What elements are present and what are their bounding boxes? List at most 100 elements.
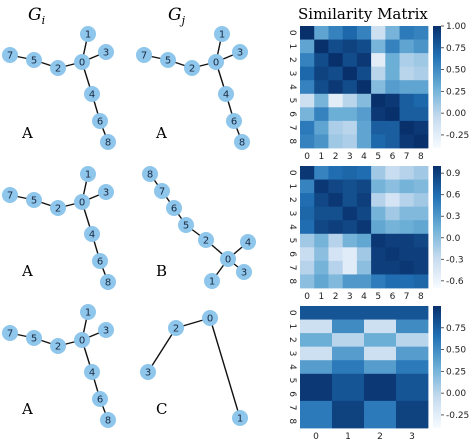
heatmap-cell bbox=[314, 26, 329, 40]
heatmap-cell bbox=[342, 107, 358, 122]
heatmap-cell bbox=[300, 400, 333, 415]
heatmap-cell bbox=[371, 66, 386, 81]
graph-node-label: 4 bbox=[245, 238, 251, 249]
graph-node-circle bbox=[98, 44, 114, 60]
heatmap-cell bbox=[356, 93, 372, 108]
heatmap-cell bbox=[364, 319, 397, 334]
heatmap-cell bbox=[399, 193, 415, 208]
heatmap-cell bbox=[342, 26, 358, 40]
heatmap-cell bbox=[356, 274, 372, 289]
graph-node-circle bbox=[98, 322, 114, 338]
graph-node-label: 3 bbox=[237, 48, 243, 59]
graph-node: 4 bbox=[218, 86, 234, 102]
graph-node-circle bbox=[234, 134, 250, 150]
graph-node-circle bbox=[92, 253, 108, 269]
graph-label: A bbox=[21, 262, 33, 280]
heatmap-cell bbox=[300, 39, 315, 54]
heatmap-cell bbox=[342, 260, 358, 275]
graph-node: 4 bbox=[84, 86, 100, 102]
graph-node-circle bbox=[136, 47, 152, 63]
graph-node-label: 2 bbox=[55, 204, 61, 215]
gj-header-subscript: j bbox=[179, 14, 186, 27]
colorbar-tick-label: -0.6 bbox=[446, 277, 464, 287]
colorbar-tick-label: 0.50 bbox=[446, 346, 466, 356]
graph-node-circle bbox=[204, 273, 220, 289]
heatmap-cell bbox=[364, 360, 397, 375]
graph-node: 1 bbox=[204, 273, 220, 289]
heatmap-y-tick: 8 bbox=[287, 138, 297, 144]
graph-node: 6 bbox=[92, 253, 108, 269]
heatmap-cell bbox=[300, 319, 333, 334]
heatmap-cell bbox=[332, 414, 365, 429]
graph-node-circle bbox=[142, 166, 158, 182]
graph-label: A bbox=[21, 400, 33, 418]
graph-node-circle bbox=[100, 412, 116, 428]
heatmap-cell bbox=[371, 179, 386, 194]
graph-node-label: 3 bbox=[103, 326, 109, 337]
graph-node: 5 bbox=[26, 192, 42, 208]
heatmap-x-tick: 5 bbox=[375, 152, 381, 162]
graph-node-label: 4 bbox=[89, 230, 95, 241]
graph-node-label: 8 bbox=[105, 138, 111, 149]
heatmap-x-tick: 2 bbox=[333, 292, 339, 302]
graph-node-label: 4 bbox=[223, 90, 229, 101]
graph-node: 5 bbox=[26, 52, 42, 68]
graph-node-circle bbox=[92, 113, 108, 129]
graph-node-circle bbox=[226, 113, 242, 129]
graph-node-label: 1 bbox=[209, 277, 215, 288]
heatmap-cell bbox=[371, 233, 386, 248]
heatmap-cell bbox=[300, 107, 315, 122]
heatmap-cell bbox=[332, 319, 365, 334]
heatmap-cell bbox=[300, 66, 315, 81]
graph-label: B bbox=[156, 262, 167, 280]
heatmap-cell bbox=[371, 26, 386, 40]
graph-node-label: 1 bbox=[85, 30, 91, 41]
heatmap-cell bbox=[300, 193, 315, 208]
heatmap-x-tick: 3 bbox=[347, 152, 353, 162]
heatmap-cell bbox=[385, 80, 400, 95]
heatmap-cell bbox=[413, 179, 429, 194]
heatmap-x-tick: 3 bbox=[347, 292, 353, 302]
graph-node-label: 2 bbox=[173, 324, 179, 335]
heatmap-cell bbox=[385, 53, 400, 68]
heatmap-cell bbox=[413, 66, 429, 81]
graph-node-circle bbox=[74, 194, 90, 210]
heatmap-cell bbox=[314, 166, 329, 180]
heatmap-x-tick: 5 bbox=[375, 292, 381, 302]
heatmap-cell bbox=[300, 233, 315, 248]
heatmap-cell bbox=[413, 107, 429, 122]
graph-label: A bbox=[155, 124, 167, 142]
graph-node: 1 bbox=[80, 26, 96, 42]
graph-node: 3 bbox=[236, 264, 252, 280]
colorbar-tick-label: 0.25 bbox=[446, 87, 466, 97]
heatmap-cell bbox=[314, 66, 329, 81]
heatmap-cell bbox=[356, 107, 372, 122]
graph-node: 2 bbox=[50, 200, 66, 216]
heatmap-x-tick: 8 bbox=[418, 292, 424, 302]
heatmap-cell bbox=[396, 414, 429, 429]
heatmap-cell bbox=[356, 80, 372, 95]
heatmap-y-tick: 7 bbox=[287, 265, 297, 271]
graph-node-label: 5 bbox=[183, 221, 189, 232]
heatmap-cell bbox=[314, 53, 329, 68]
graph-node-label: 1 bbox=[237, 414, 243, 425]
graph-label: C bbox=[156, 400, 167, 418]
graph-node-circle bbox=[154, 183, 170, 199]
heatmap-cell bbox=[371, 206, 386, 221]
heatmap-cell bbox=[328, 107, 344, 122]
graph-node: 8 bbox=[100, 412, 116, 428]
graph-node-circle bbox=[50, 338, 66, 354]
heatmap-cell bbox=[399, 233, 415, 248]
heatmap-cell bbox=[342, 220, 358, 235]
heatmap-cell bbox=[314, 274, 329, 289]
heatmap-cell bbox=[328, 120, 344, 135]
heatmap-cell bbox=[300, 166, 315, 180]
heatmap-cell bbox=[396, 400, 429, 415]
heatmap-cell bbox=[371, 120, 386, 135]
heatmap-y-tick: 4 bbox=[287, 224, 297, 230]
heatmap-cell bbox=[332, 360, 365, 375]
colorbar-tick-label: 0.75 bbox=[446, 324, 466, 334]
heatmap-x-tick: 7 bbox=[404, 292, 410, 302]
heatmap-cell bbox=[356, 247, 372, 262]
